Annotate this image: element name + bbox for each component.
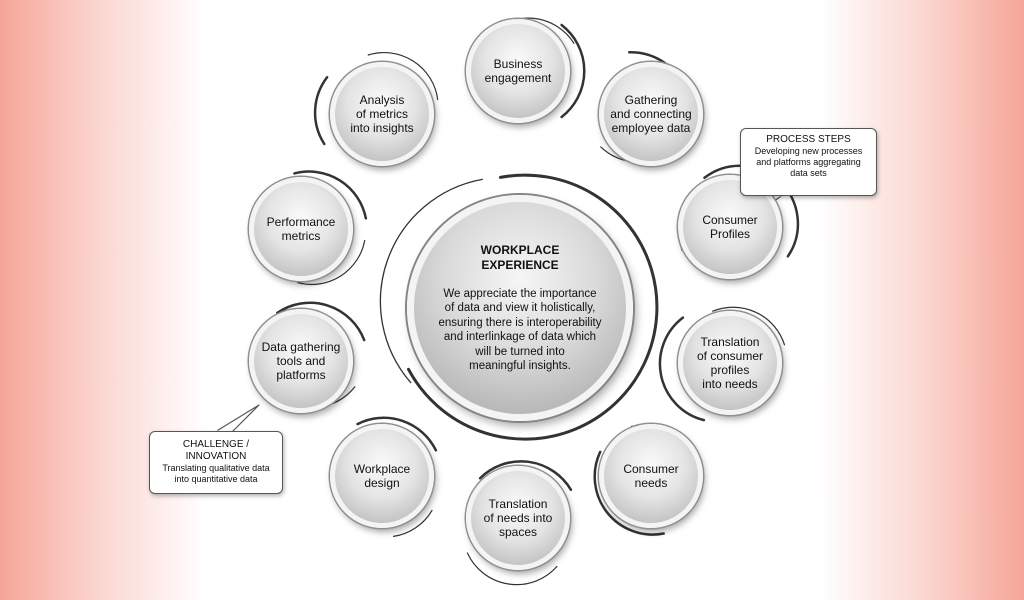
callout-process-title: PROCESS STEPS: [766, 134, 851, 145]
callout-process-body: Developing new processes and platforms a…: [754, 146, 863, 178]
node-label: Gathering and connecting employee data: [610, 93, 692, 135]
node-workplace-design: Workplace design: [330, 424, 434, 528]
node-label: Business engagement: [484, 57, 552, 85]
ring-analysis-inner: [367, 52, 439, 101]
center-description: We appreciate the importance of data and…: [438, 287, 602, 373]
node-data-gathering-tools: Data gathering tools and platforms: [249, 309, 353, 413]
node-business-engagement: Business engagement: [466, 19, 570, 123]
ring-translation-spaces: [478, 460, 573, 492]
ring-business-engagement: [560, 23, 586, 119]
node-label: Consumer needs: [623, 462, 679, 490]
ring-translation-profiles: [658, 316, 706, 422]
node-consumer-needs: Consumer needs: [599, 424, 703, 528]
node-translation-needs-spaces: Translation of needs into spaces: [466, 466, 570, 570]
ring-data-gathering: [276, 301, 366, 342]
node-label: Data gathering tools and platforms: [261, 340, 341, 382]
ring-performance-metrics-inner: [297, 239, 366, 286]
ring-workplace-design: [356, 416, 438, 452]
node-label: Performance metrics: [266, 215, 336, 243]
node-label: Translation of consumer profiles into ne…: [696, 335, 764, 391]
node-label: Workplace design: [353, 462, 411, 490]
node-performance-metrics: Performance metrics: [249, 177, 353, 281]
center-ring-inner: [379, 178, 483, 384]
callout-challenge-innovation: CHALLENGE / INNOVATION Translating quali…: [149, 431, 283, 494]
callout-challenge-body: Translating qualitative data into quanti…: [162, 463, 270, 484]
node-label: Consumer Profiles: [702, 213, 758, 241]
node-label: Analysis of metrics into insights: [350, 93, 414, 135]
ring-analysis: [313, 76, 329, 146]
node-analysis-metrics: Analysis of metrics into insights: [330, 62, 434, 166]
node-label: Translation of needs into spaces: [483, 497, 553, 539]
ring-performance-metrics: [293, 170, 368, 220]
ring-workplace-design-inner: [392, 509, 433, 537]
callout-challenge-tail: [214, 404, 260, 433]
node-gathering-employee-data: Gathering and connecting employee data: [599, 62, 703, 166]
node-translation-profiles-needs: Translation of consumer profiles into ne…: [678, 311, 782, 415]
ring-translation-profiles-inner: [712, 306, 786, 346]
center-title: WORKPLACE EXPERIENCE: [480, 242, 560, 272]
callout-process-steps: PROCESS STEPS Developing new processes a…: [740, 128, 877, 196]
center-node-workplace-experience: WORKPLACE EXPERIENCE We appreciate the i…: [407, 195, 633, 421]
ring-consumer-needs: [593, 450, 665, 536]
callout-challenge-title: CHALLENGE / INNOVATION: [182, 439, 250, 462]
ring-translation-spaces-inner: [466, 552, 558, 586]
center-ring-outer: [407, 173, 659, 441]
